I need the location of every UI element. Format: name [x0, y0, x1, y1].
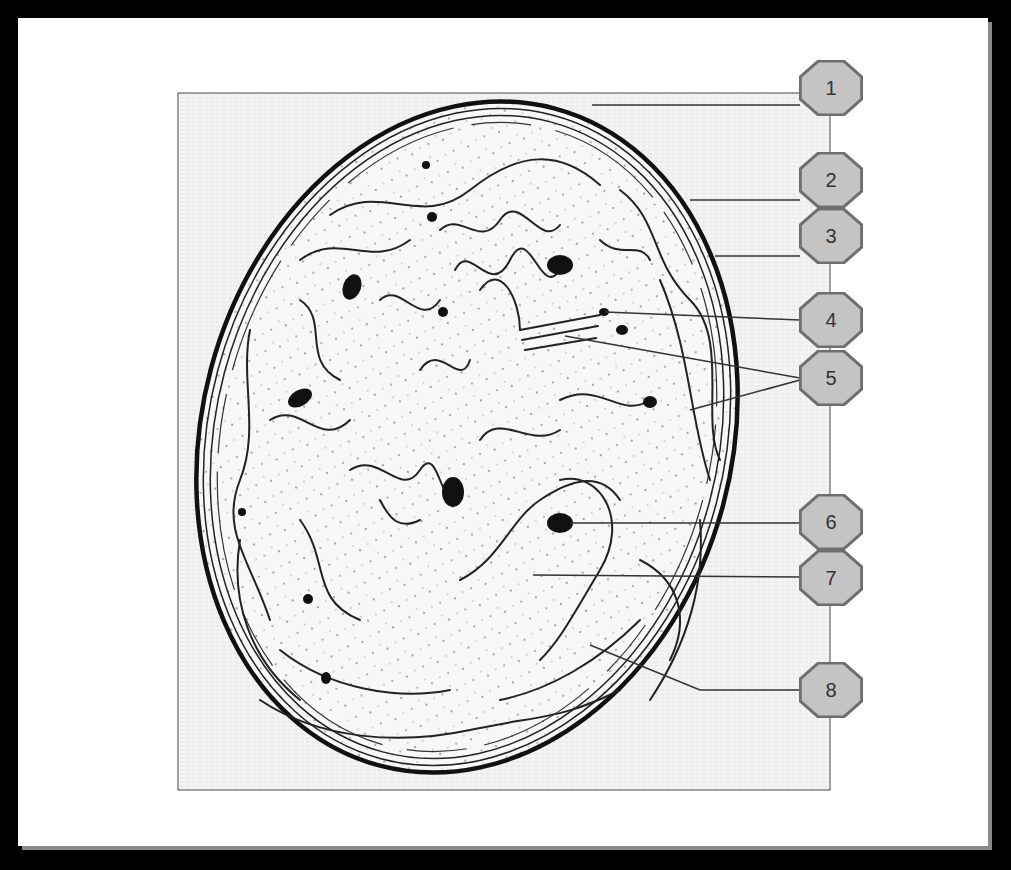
callout-octagon: 2: [799, 152, 863, 208]
callout-octagon: 7: [799, 550, 863, 606]
callout-number: 6: [825, 511, 836, 534]
callout-number: 3: [825, 225, 836, 248]
callout-octagon: 5: [799, 350, 863, 406]
callout-octagon: 6: [799, 494, 863, 550]
callout-number: 7: [825, 567, 836, 590]
callout-octagon: 3: [799, 208, 863, 264]
callout-number: 1: [825, 77, 836, 100]
callout-number: 2: [825, 169, 836, 192]
callout-number: 5: [825, 367, 836, 390]
callout-number: 4: [825, 309, 836, 332]
callout-octagon: 1: [799, 60, 863, 116]
callout-number: 8: [825, 679, 836, 702]
callout-octagon: 8: [799, 662, 863, 718]
callout-octagon: 4: [799, 292, 863, 348]
